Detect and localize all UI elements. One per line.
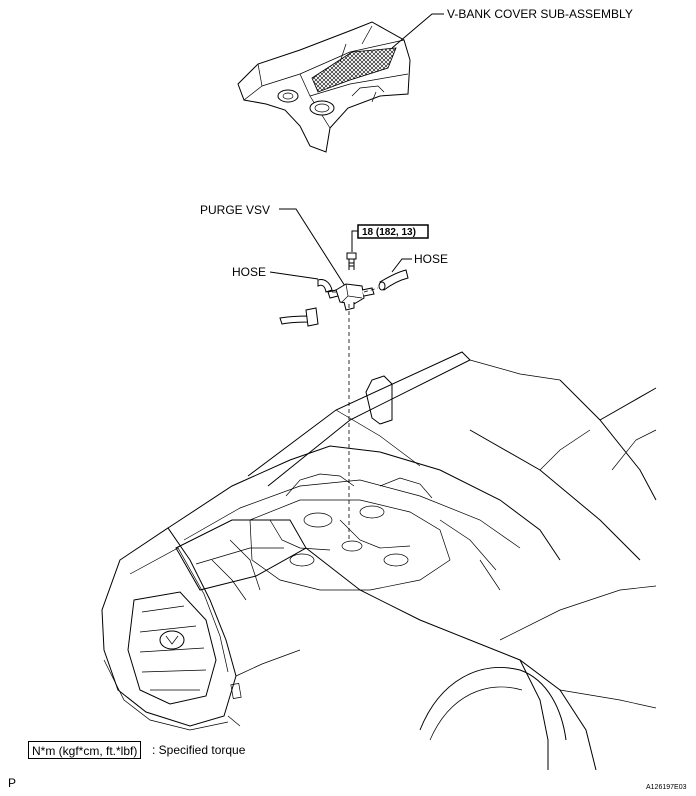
hose-left-label: HOSE [232,265,266,279]
figure-id: A126197E03 [646,784,687,791]
purge-vsv-drawing [327,283,375,311]
vbank-cover-label: V-BANK COVER SUB-ASSEMBLY [447,7,633,21]
hose-right-leader [391,258,412,273]
bolt-drawing [346,252,357,270]
torque-spec: 18 (182, 13) [351,224,429,252]
vehicle-drawing [101,351,657,771]
hose-left-leader [269,271,319,280]
hose-right-drawing [378,269,409,291]
legend-description: : Specified torque [152,743,246,757]
vbank-cover-drawing [237,13,444,153]
hose-right-label: HOSE [414,252,448,266]
purge-vsv-leader [279,208,346,287]
purge-vsv-label: PURGE VSV [200,203,270,217]
footer-left-mark: P [8,776,16,790]
hose-path-line [363,287,379,293]
legend-units-box: N*m (kgf*cm, ft.*lbf) [28,741,142,759]
hose-left-drawing [279,279,333,327]
torque-value: 18 (182, 13) [362,227,416,238]
